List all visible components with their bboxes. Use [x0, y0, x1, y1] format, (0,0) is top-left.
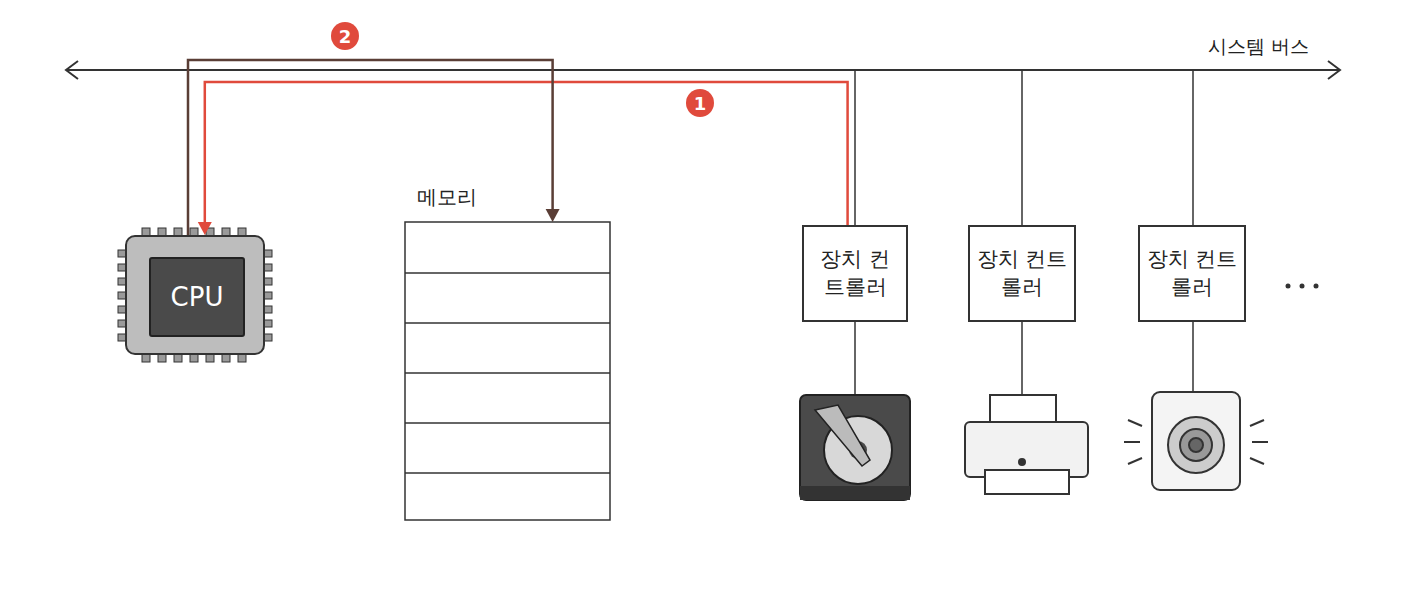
callout-number: 2 — [331, 22, 359, 50]
bus-tap — [1021, 70, 1023, 225]
cpu-chip: CPU — [125, 235, 265, 355]
callout-number: 1 — [686, 89, 714, 117]
bus-label: 시스템 버스 — [1208, 34, 1309, 60]
bus-arrow — [66, 61, 78, 79]
device-controller: 장치 컨트롤러 — [1138, 225, 1246, 322]
device-wire — [1021, 322, 1023, 398]
bus-arrow — [1328, 61, 1340, 79]
controller-label: 장치 컨트롤러 — [810, 246, 900, 301]
memory-cells — [405, 222, 610, 520]
data-path-arrow — [188, 60, 560, 235]
more-devices-dots — [1286, 284, 1319, 289]
cpu-pins — [118, 228, 272, 362]
device-wire — [854, 322, 856, 395]
controller-label: 장치 컨트롤러 — [1146, 246, 1238, 301]
bus-tap — [854, 70, 856, 225]
controller-label: 장치 컨트롤러 — [976, 246, 1068, 301]
cpu-label: CPU — [149, 257, 245, 337]
printer — [965, 395, 1088, 494]
memory: 메모리 — [405, 222, 610, 520]
data-path-arrow — [198, 82, 848, 235]
device-controller: 장치 컨트롤러 — [802, 225, 908, 322]
system-bus — [66, 69, 1340, 71]
speaker — [1124, 392, 1268, 490]
device-controller: 장치 컨트롤러 — [968, 225, 1076, 322]
bus-tap — [1192, 70, 1194, 225]
device-wire — [1192, 322, 1194, 392]
hard-disk — [800, 395, 910, 500]
memory-label: 메모리 — [417, 184, 477, 211]
